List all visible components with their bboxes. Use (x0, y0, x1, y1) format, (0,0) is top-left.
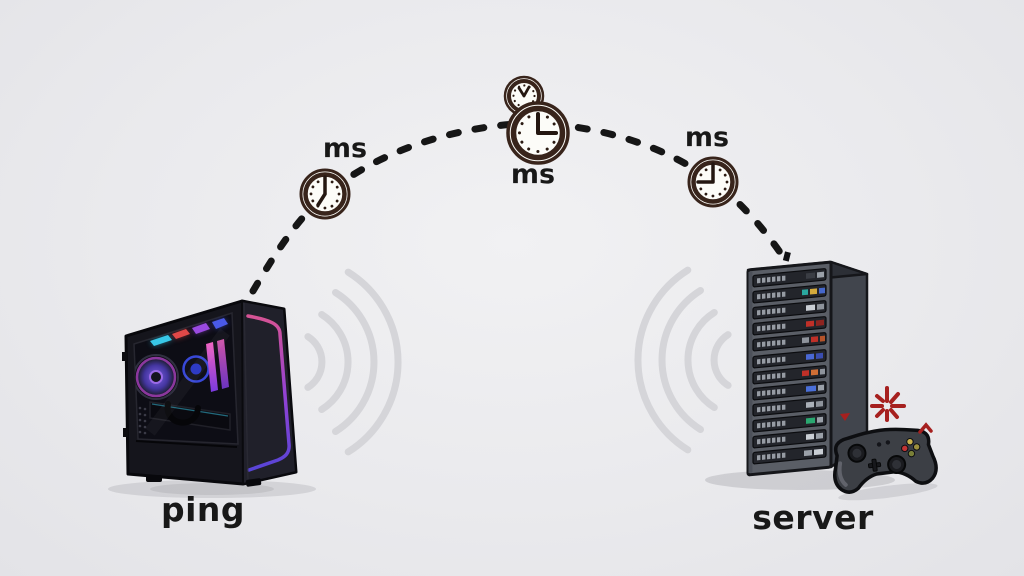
signal-waves-icon-left (304, 268, 402, 456)
server-antenna-nub (782, 251, 791, 262)
signal-waves-icon-right (634, 266, 732, 454)
server-rack-icon (705, 251, 895, 490)
impact-burst-icon (840, 386, 933, 434)
pc-shadow (108, 480, 316, 498)
clock-icon-right (687, 156, 739, 208)
ms-label-right: ms (685, 122, 729, 153)
game-controller-icon (832, 427, 938, 501)
dpad (867, 458, 882, 472)
server-front-panel (746, 260, 833, 477)
ms-label-center: ms (511, 159, 555, 190)
clock-icon-center-large (506, 101, 570, 165)
pc-rgb-strip (246, 314, 291, 472)
clock-icon-left (299, 168, 351, 220)
pc-tower-icon (108, 299, 316, 498)
face-buttons (901, 437, 921, 458)
pc-label: ping (161, 490, 245, 529)
pc-internals (134, 318, 231, 436)
server-label: server (752, 498, 874, 537)
server-status-leds (802, 271, 825, 457)
ms-label-left: ms (323, 133, 367, 164)
